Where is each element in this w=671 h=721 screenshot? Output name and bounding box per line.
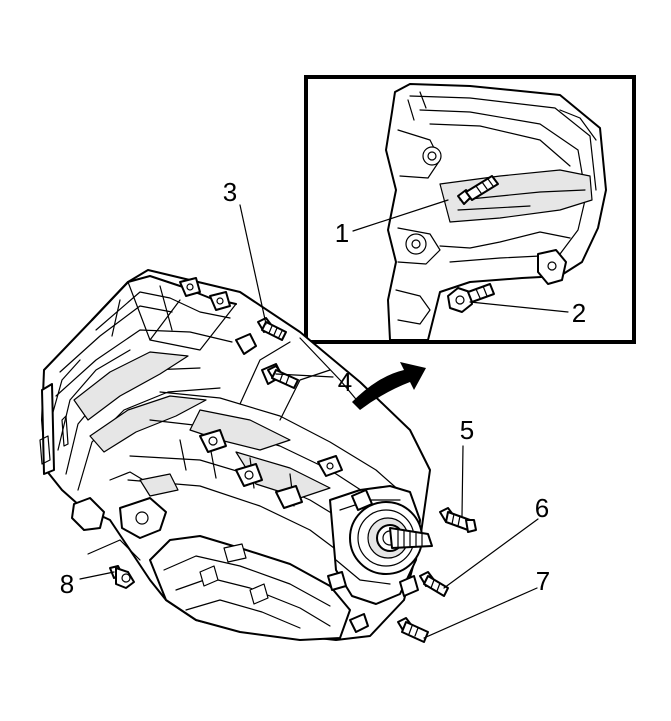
- inset-housing-closeup: [385, 83, 607, 340]
- bolt-3-graphic: [257, 317, 287, 341]
- leader-lines: [79, 199, 569, 639]
- callout-4: 4: [338, 367, 352, 397]
- callout-3: 3: [223, 177, 237, 207]
- bolt-7-graphic: [397, 617, 429, 643]
- callout-1: 1: [335, 218, 349, 248]
- callout-8: 8: [60, 569, 74, 599]
- callout-7: 7: [536, 566, 550, 596]
- callout-labels: 1 2 3 4 5 6 7 8: [60, 177, 586, 599]
- bolt-1-graphic: [457, 175, 499, 205]
- callout-5: 5: [460, 415, 474, 445]
- inset-detail-view: [304, 75, 636, 344]
- callout-2: 2: [572, 298, 586, 328]
- callout-6: 6: [535, 493, 549, 523]
- bolt-8-graphic: [109, 565, 135, 589]
- transmission-assembly: [39, 269, 433, 641]
- curved-arrow-to-inset: [352, 362, 426, 410]
- bolt-5-graphic: [439, 507, 477, 533]
- bolt-2-graphic: [447, 283, 495, 313]
- bolt-6-graphic: [419, 571, 449, 597]
